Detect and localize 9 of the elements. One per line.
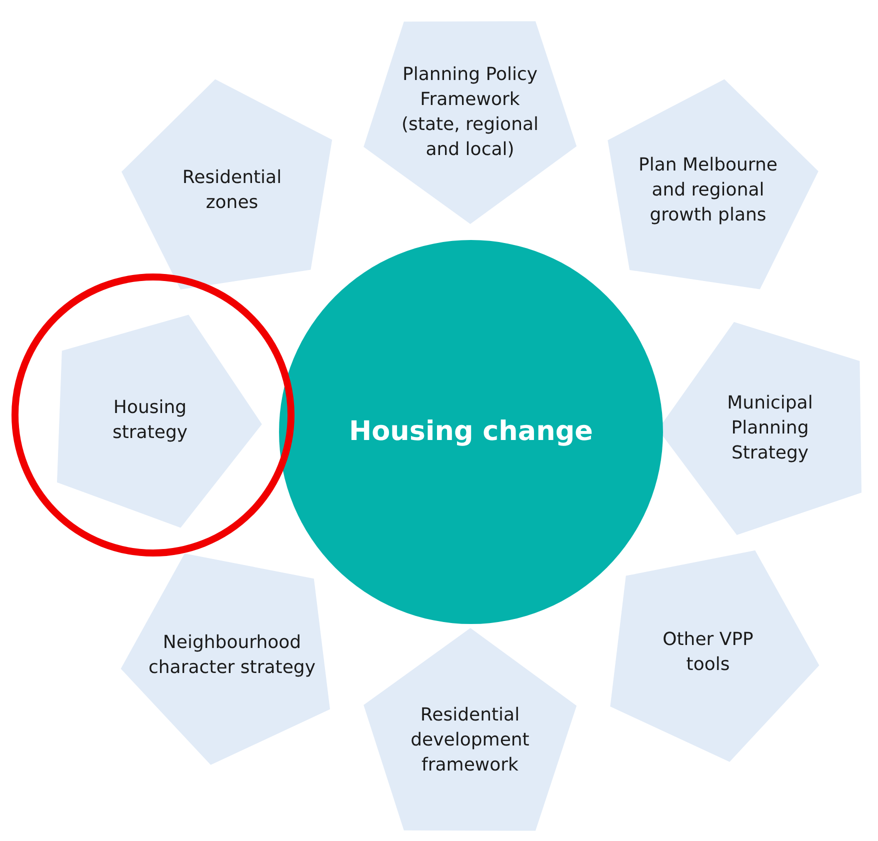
topic-label: Plan Melbourne and regional growth plans xyxy=(637,154,779,228)
center-title: Housing change xyxy=(349,415,593,449)
topic-label: Housing strategy xyxy=(111,396,189,445)
topic-label: Residential zones xyxy=(181,166,283,215)
topic-label: Municipal Planning Strategy xyxy=(726,392,814,466)
topic-label: Other VPP tools xyxy=(662,628,754,677)
topic-label: Residential development framework xyxy=(410,704,530,778)
topic-label: Neighbourhood character strategy xyxy=(148,631,316,680)
topic-label: Planning Policy Framework (state, regional and local) xyxy=(400,63,540,162)
